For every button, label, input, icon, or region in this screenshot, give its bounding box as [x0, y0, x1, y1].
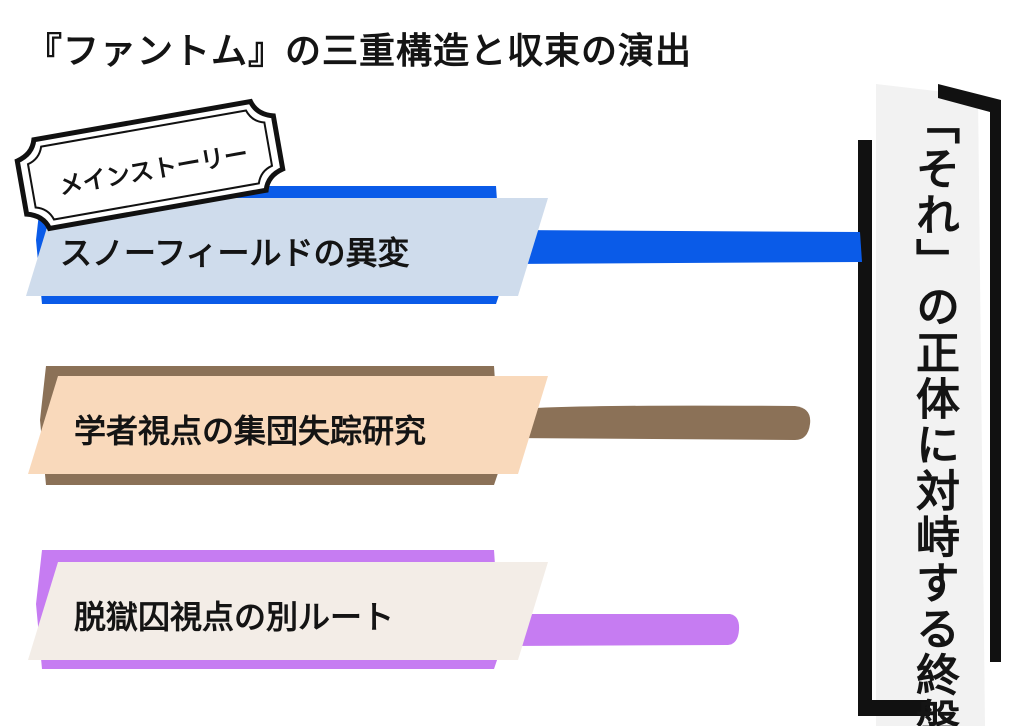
route-label-2: 学者視点の集団失踪研究: [74, 412, 427, 450]
route-line-2: [500, 405, 811, 440]
convergence-text: 「それ」の正体に対峙する終盤: [908, 100, 959, 726]
convergence-panel: [876, 84, 985, 726]
main-story-badge: [14, 98, 286, 232]
route-line-1: [500, 230, 862, 264]
route-label-1: スノーフィールドの異変: [60, 234, 410, 272]
route-label-3: 脱獄囚視点の別ルート: [74, 598, 395, 636]
route-card-1: [26, 198, 548, 296]
page-title: 『ファントム』の三重構造と収束の演出: [26, 31, 693, 72]
route-card-3: [28, 562, 548, 660]
convergence-bracket-left: [858, 140, 930, 716]
route-line-3: [500, 614, 740, 646]
convergence-bracket-right: [938, 84, 1001, 662]
route-card-2: [28, 376, 548, 474]
